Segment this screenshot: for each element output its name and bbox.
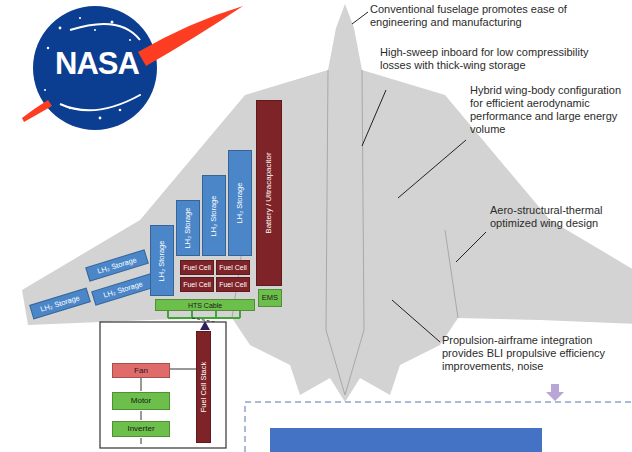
storage-tank: LH₂ Storage <box>150 225 174 296</box>
node-text: Inverter <box>127 425 154 433</box>
callout-text: Propulsion-airframe integration provides… <box>442 334 628 373</box>
node-text: Fuel Cell <box>183 281 211 288</box>
node-text: Fuel Cell Stack <box>200 362 208 412</box>
callout-text: Hybrid wing-body configuration for effic… <box>470 84 628 136</box>
stack-arrow <box>200 321 210 330</box>
logo-text: NASA <box>52 46 142 83</box>
node-text: HTS Cable <box>188 302 222 309</box>
stack-bar: Fuel Cell Stack <box>196 331 211 443</box>
callout-text: High-sweep inboard for low compressibili… <box>380 46 620 72</box>
node-text: Fuel Cell <box>219 281 247 288</box>
inverter-box: Inverter <box>112 421 170 437</box>
blue-bar <box>270 428 542 452</box>
node-text: Fuel Cell <box>183 264 211 271</box>
fan-box: Fan <box>112 363 170 378</box>
feeder-lines <box>168 311 240 318</box>
inset-leader <box>192 318 215 322</box>
battery-box: Battery / Ultracapacitor <box>256 100 282 286</box>
node-text: Battery / Ultracapacitor <box>265 152 273 233</box>
storage-tank: LH₂ Storage <box>176 200 200 256</box>
fuel-cell-box: Fuel Cell <box>180 260 214 275</box>
fuel-cell-box: Fuel Cell <box>216 277 250 292</box>
fuel-cell-box: Fuel Cell <box>216 260 250 275</box>
down-arrow <box>546 384 564 401</box>
node-text: EMS <box>262 294 278 302</box>
callout-text: Aero-structural-thermal optimized wing d… <box>490 204 622 230</box>
node-text: Fuel Cell <box>219 264 247 271</box>
node-text: Fan <box>134 367 148 375</box>
node-text: LH₂ Storage <box>210 195 218 236</box>
node-text: LH₂ Storage <box>184 208 192 249</box>
ems-box: EMS <box>258 289 282 307</box>
storage-tank: LH₂ Storage <box>228 150 252 256</box>
cable-bar: HTS Cable <box>155 299 255 311</box>
dashed-panel <box>245 402 632 452</box>
callout-text: Conventional fuselage promotes ease of e… <box>370 3 620 29</box>
inset-box <box>100 322 226 448</box>
fuel-cell-box: Fuel Cell <box>180 277 214 292</box>
node-text: LH₂ Storage <box>236 183 244 224</box>
motor-box: Motor <box>112 392 170 410</box>
storage-tank: LH₂ Storage <box>202 175 226 256</box>
node-text: Motor <box>131 397 151 405</box>
nasa-logo <box>22 6 243 130</box>
node-text: LH₂ Storage <box>158 240 166 281</box>
panel-lines <box>232 70 458 395</box>
